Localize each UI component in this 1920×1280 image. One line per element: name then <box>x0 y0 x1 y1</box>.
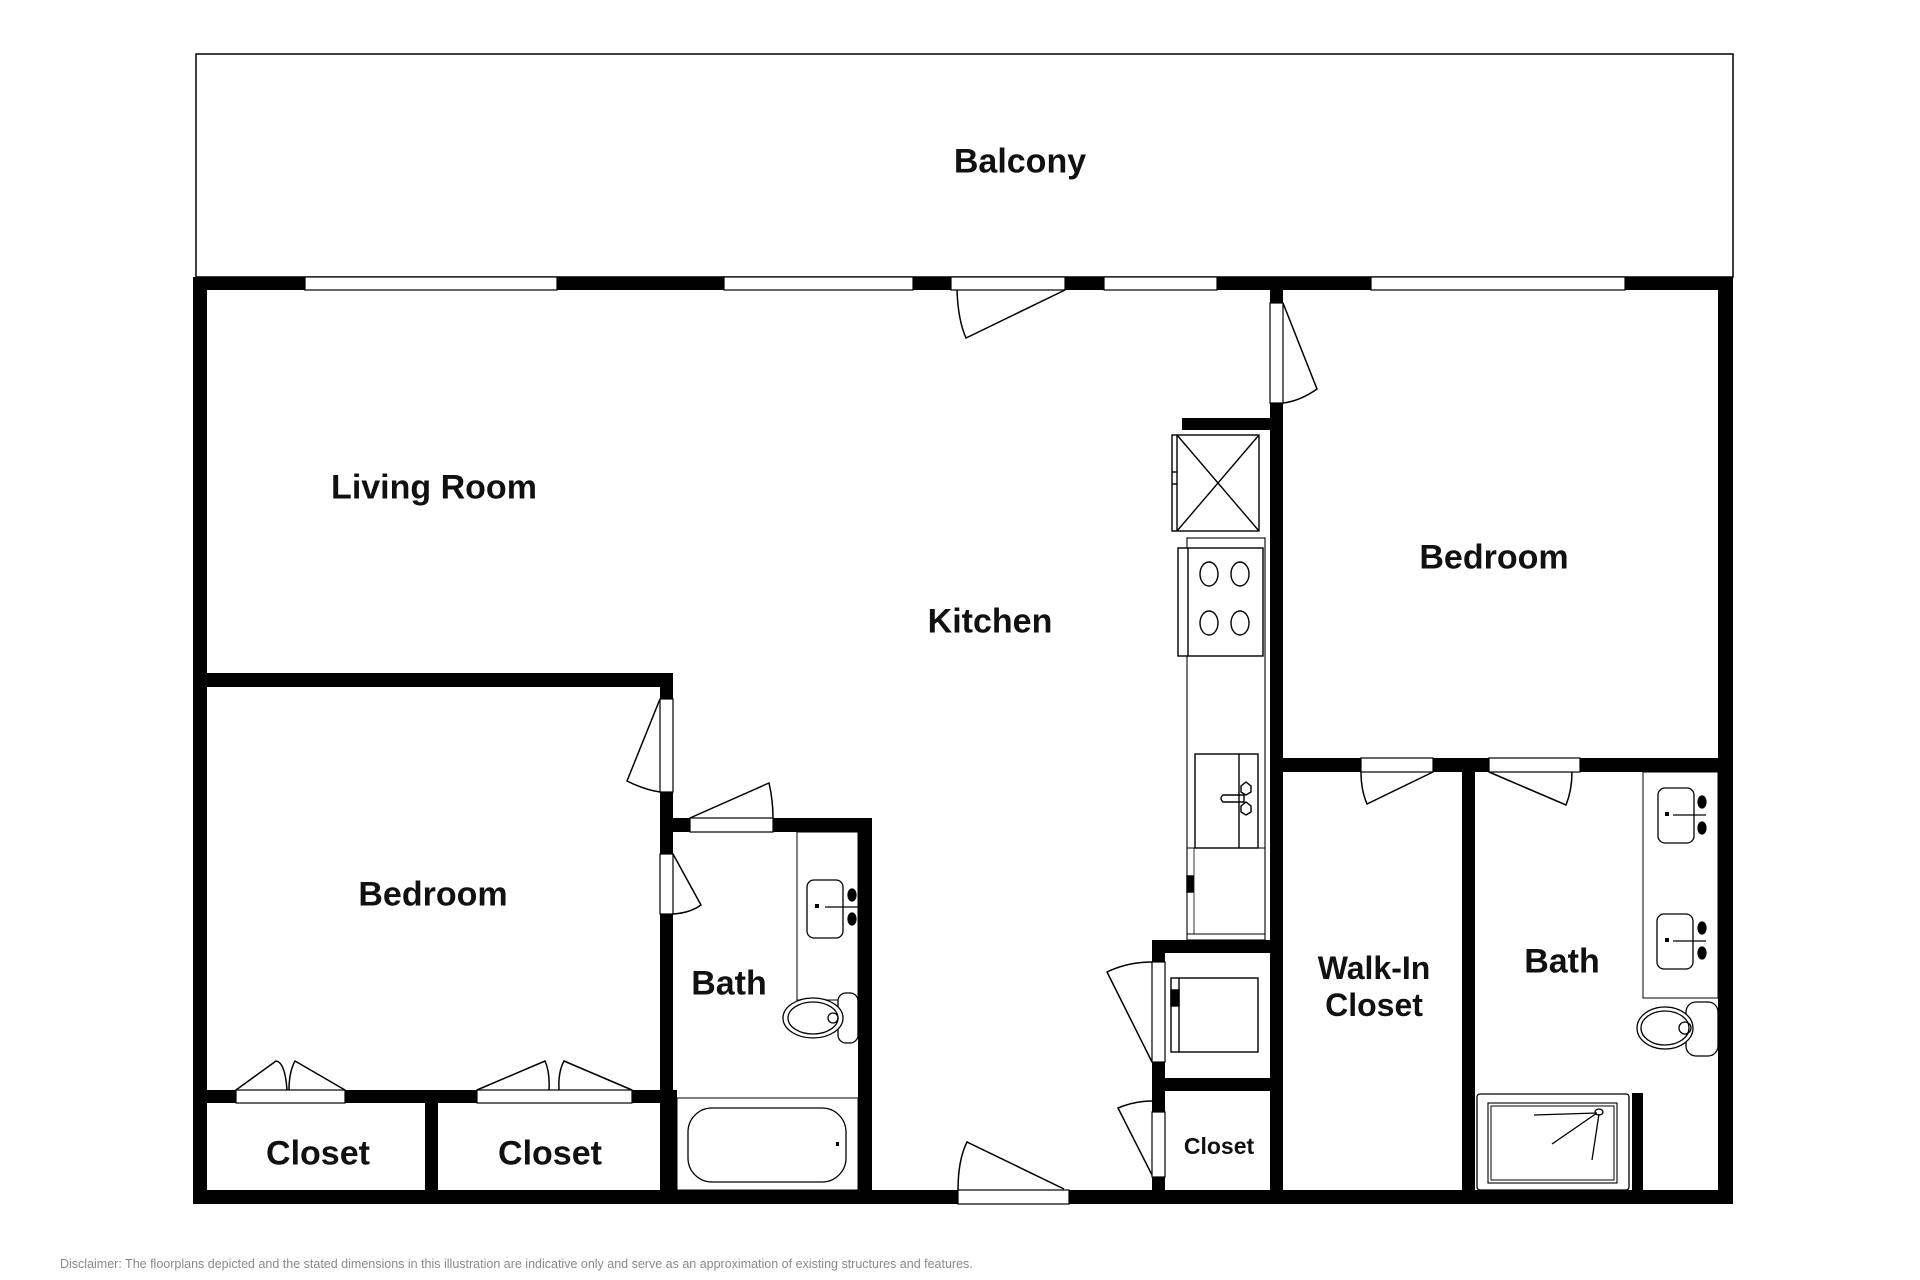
walk-in-closet-door <box>1360 757 1434 806</box>
windows <box>304 276 1626 291</box>
bathtub-icon <box>676 1097 859 1191</box>
entry-door <box>957 1141 1070 1205</box>
vanity-sink-icon <box>1657 787 1707 844</box>
walk-in-closet-line-1: Walk-In <box>1317 950 1431 987</box>
room-label-closet-2: Closet <box>498 1134 602 1173</box>
bedroom-left-door <box>626 698 674 793</box>
doors <box>235 276 1581 1205</box>
room-label-closet-1: Closet <box>266 1134 370 1173</box>
toilet-icon <box>782 992 859 1044</box>
hall-closet-door <box>1116 1100 1166 1178</box>
closet-2-bifold-door <box>476 1060 633 1104</box>
bath-right-fixtures <box>1476 771 1719 1191</box>
room-label-bedroom-left: Bedroom <box>358 875 508 914</box>
bedroom-right-door <box>1269 302 1318 404</box>
bath-right-door <box>1488 757 1581 806</box>
bath-left-door-top <box>689 781 774 833</box>
refrigerator-icon <box>1171 434 1260 532</box>
room-label-bath-left: Bath <box>691 964 767 1003</box>
toilet-icon <box>1636 1001 1719 1057</box>
room-label-bath-right: Bath <box>1524 942 1600 981</box>
vanity-sink-icon <box>1656 913 1707 970</box>
room-label-balcony: Balcony <box>953 142 1087 181</box>
dishwasher-icon <box>1186 847 1266 935</box>
range-icon <box>1177 547 1264 657</box>
closet-1-bifold-door <box>235 1059 346 1104</box>
room-label-closet-hall: Closet <box>1183 1132 1255 1159</box>
washer-dryer-icon <box>1170 977 1259 1053</box>
bath-left-fixtures <box>676 831 859 1191</box>
kitchen-fixtures <box>1170 434 1266 1053</box>
room-label-kitchen: Kitchen <box>927 602 1053 641</box>
walls <box>193 277 1733 1204</box>
balcony-door <box>950 276 1066 340</box>
room-label-living-room: Living Room <box>331 468 537 507</box>
vanity-sink-icon <box>806 879 858 939</box>
room-label-walk-in-closet: Walk-In Closet <box>1318 950 1431 1024</box>
kitchen-sink-icon <box>1194 753 1259 849</box>
double-vanity-counter <box>1642 771 1719 999</box>
walk-in-closet-line-2: Closet <box>1325 987 1423 1023</box>
bath-left-door-side <box>659 853 702 915</box>
kitchen-counter <box>1186 537 1266 941</box>
disclaimer-text: Disclaimer: The floorplans depicted and … <box>60 1257 973 1271</box>
laundry-door <box>1105 961 1166 1063</box>
room-label-bedroom-right: Bedroom <box>1419 538 1569 577</box>
shower-icon <box>1476 1093 1630 1191</box>
